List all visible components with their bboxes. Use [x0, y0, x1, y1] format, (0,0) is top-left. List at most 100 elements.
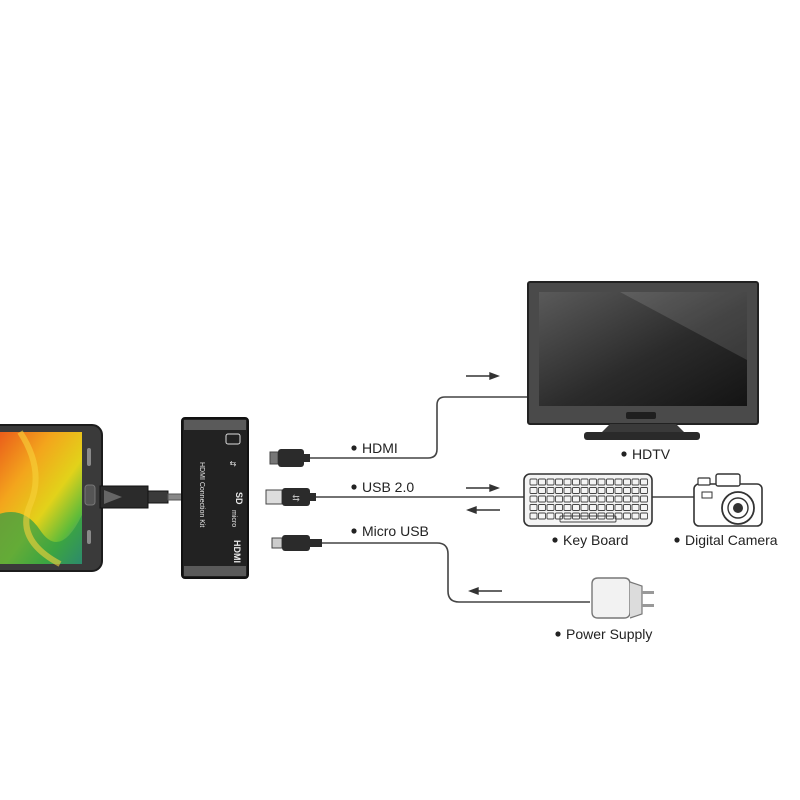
keyboard-key — [529, 512, 538, 520]
keyboard-key — [529, 478, 538, 486]
keyboard-key — [623, 478, 631, 486]
keyboard-key — [580, 478, 589, 486]
keyboard-key — [546, 495, 555, 503]
keyboard-key — [589, 504, 597, 511]
keyboard-key — [631, 478, 640, 486]
sd-logo: SD — [234, 492, 244, 505]
arrow-to-tv-icon — [489, 371, 500, 381]
keyboard-key — [538, 487, 546, 494]
keyboard-key — [563, 495, 572, 503]
keyboard-key — [640, 487, 648, 494]
keyboard-key — [614, 487, 623, 494]
usb-icon: ⇆ — [292, 493, 300, 503]
tv-logo-plate — [626, 412, 656, 419]
keyboard-key — [555, 487, 563, 494]
digital-camera — [693, 473, 763, 527]
keyboard-key — [572, 504, 580, 511]
keyboard-key — [606, 495, 614, 503]
label-power-supply: Power Supply — [566, 626, 652, 642]
keyboard — [523, 473, 653, 527]
keyboard-key — [538, 504, 546, 511]
hdmi-cable — [308, 396, 528, 459]
keyboard-key — [606, 504, 614, 511]
keyboard-key — [623, 495, 631, 503]
keyboard-key — [580, 504, 589, 511]
tv-stand — [584, 432, 700, 440]
keyboard-key — [572, 487, 580, 494]
adapter-brand-text: HDMI Connection Kit — [198, 462, 205, 527]
hdmi-connection-kit-adapter: ⇆ SD micro HDMI Connection Kit HDMI — [181, 417, 249, 579]
keyboard-key — [640, 478, 648, 486]
keyboard-key — [563, 478, 572, 486]
keyboard-key — [563, 487, 572, 494]
keyboard-key — [546, 504, 555, 511]
keyboard-key — [580, 487, 589, 494]
keyboard-key — [546, 487, 555, 494]
keyboard-key — [538, 495, 546, 503]
keyboard-key — [623, 487, 631, 494]
keyboard-key — [529, 487, 538, 494]
keyboard-key — [640, 504, 648, 511]
micro-sd-logo: micro — [230, 510, 237, 527]
label-digital-camera: Digital Camera — [685, 532, 778, 548]
keyboard-key — [614, 495, 623, 503]
tv-screen — [539, 292, 747, 406]
keyboard-key — [597, 504, 606, 511]
keyboard-key — [538, 478, 546, 486]
keyboard-key — [623, 504, 631, 511]
keyboard-key — [529, 504, 538, 511]
keyboard-key — [555, 478, 563, 486]
keyboard-key — [597, 478, 606, 486]
keyboard-key — [631, 495, 640, 503]
keyboard-key — [640, 495, 648, 503]
arrow-from-keyboard-icon — [466, 505, 477, 515]
keyboard-key — [614, 504, 623, 511]
labels: HDMI USB 2.0 Micro USB HDTV Key Board Di… — [351, 440, 778, 642]
keyboard-key — [597, 487, 606, 494]
label-hdtv: HDTV — [632, 446, 671, 462]
keyboard-key — [606, 478, 614, 486]
power-supply — [591, 577, 654, 619]
keyboard-spacebar — [559, 515, 617, 523]
keyboard-key — [640, 512, 648, 520]
keyboard-key — [631, 487, 640, 494]
keyboard-key — [597, 495, 606, 503]
keyboard-key — [546, 512, 555, 520]
keyboard-key — [580, 495, 589, 503]
keyboard-key — [631, 512, 640, 520]
phone-home-button — [84, 484, 96, 506]
keyboard-key — [529, 495, 538, 503]
keyboard-key — [589, 495, 597, 503]
phone-micro-usb-plug — [99, 485, 183, 509]
keyboard-key — [572, 495, 580, 503]
label-keyboard: Key Board — [563, 532, 628, 548]
keyboard-key — [589, 487, 597, 494]
usb-plug: ⇆ — [265, 488, 316, 506]
smartphone — [0, 424, 103, 572]
usb-port-icon — [225, 433, 241, 445]
keyboard-key — [614, 478, 623, 486]
label-micro-usb: Micro USB — [362, 523, 429, 539]
label-hdmi: HDMI — [362, 440, 398, 456]
keyboard-key — [606, 487, 614, 494]
keyboard-key — [555, 504, 563, 511]
micro-usb-cable — [322, 542, 590, 603]
keyboard-key — [538, 512, 546, 520]
label-usb: USB 2.0 — [362, 479, 414, 495]
keyboard-key — [563, 504, 572, 511]
flow-arrows — [466, 371, 502, 596]
arrow-from-power-icon — [468, 586, 479, 596]
keyboard-key — [589, 478, 597, 486]
usb-symbol-icon: ⇆ — [230, 459, 237, 468]
hdmi-logo: HDMI — [232, 540, 242, 563]
hdtv — [527, 281, 759, 440]
keyboard-key — [631, 504, 640, 511]
keyboard-key — [546, 478, 555, 486]
hdmi-plug — [269, 449, 310, 467]
cables — [308, 396, 694, 603]
keyboard-key — [623, 512, 631, 520]
micro-usb-plug — [271, 535, 322, 551]
keyboard-key — [572, 478, 580, 486]
keyboard-key — [555, 495, 563, 503]
